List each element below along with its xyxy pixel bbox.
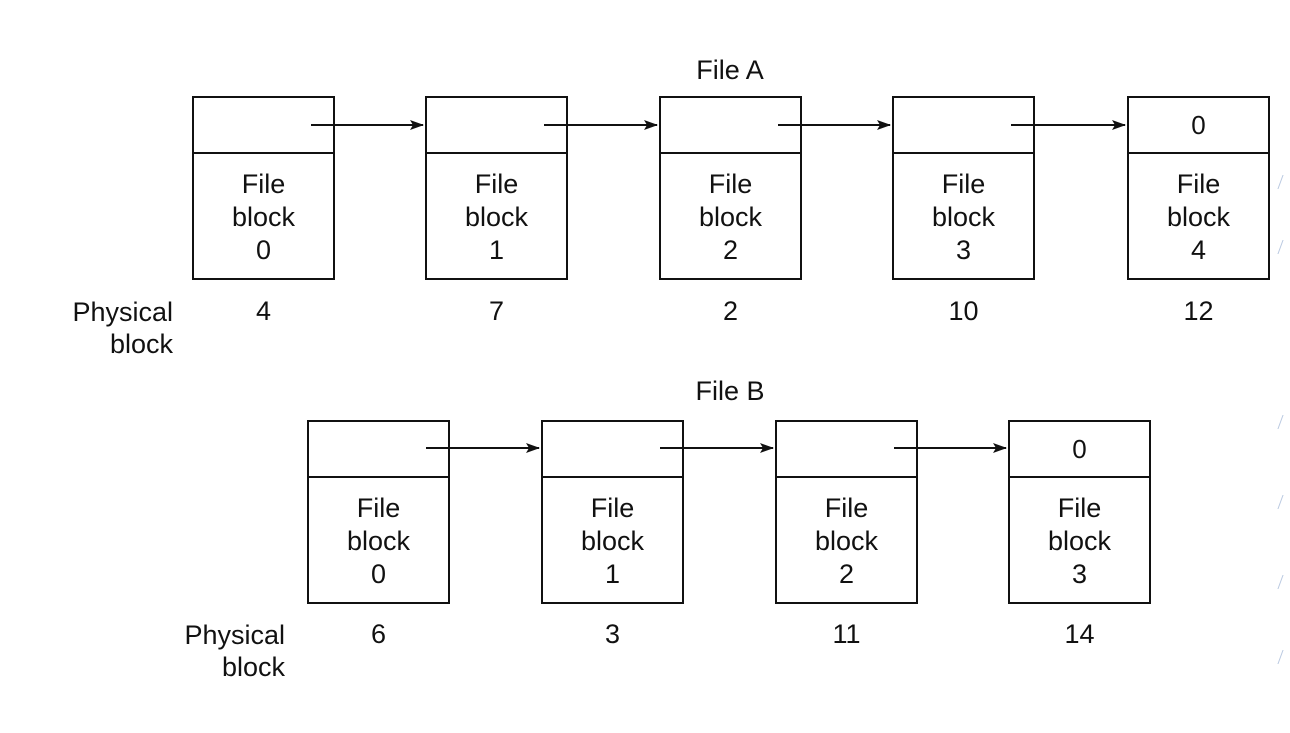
- block-label-line: block: [580, 525, 645, 556]
- file-a-physical-number-4: 12: [1183, 296, 1214, 326]
- block-label-line: block: [698, 201, 763, 232]
- file-a-block-4: 0 File block 4: [1127, 96, 1270, 280]
- file-a-physical-number-1: 7: [488, 296, 505, 326]
- block-label-line: File: [474, 168, 519, 199]
- block-index: 1: [488, 234, 505, 265]
- block-label-line: block: [931, 201, 996, 232]
- edge-artifact: [1277, 175, 1288, 189]
- file-b-block-3-pointer: 0: [1010, 422, 1149, 478]
- file-a-physical-block-label: Physical block: [0, 296, 173, 360]
- edge-artifact: [1277, 650, 1288, 664]
- physical-label-line: block: [109, 329, 173, 359]
- block-label-line: File: [708, 168, 753, 199]
- physical-label-line: Physical: [72, 297, 173, 327]
- file-a-block-1: File block 1: [425, 96, 568, 280]
- file-a-block-0: File block 0: [192, 96, 335, 280]
- file-a-block-3: File block 3: [892, 96, 1035, 280]
- file-a-block-0-pointer: [194, 98, 333, 154]
- block-index: 3: [955, 234, 972, 265]
- block-label-line: File: [356, 492, 401, 523]
- block-label-line: File: [1176, 168, 1221, 199]
- file-b-block-2: File block 2: [775, 420, 918, 604]
- file-a-block-2: File block 2: [659, 96, 802, 280]
- file-b-physical-number-2: 11: [832, 619, 861, 649]
- file-a-block-2-label: File block 2: [661, 154, 800, 280]
- block-index: 1: [604, 558, 621, 589]
- block-index: 0: [255, 234, 272, 265]
- file-a-physical-number-3: 10: [948, 296, 979, 326]
- block-label-line: File: [824, 492, 869, 523]
- block-label-line: File: [941, 168, 986, 199]
- file-b-title: File B: [695, 376, 765, 406]
- block-index: 2: [838, 558, 855, 589]
- file-a-block-1-label: File block 1: [427, 154, 566, 280]
- file-a-block-2-pointer: [661, 98, 800, 154]
- file-b-block-0-label: File block 0: [309, 478, 448, 604]
- physical-label-line: block: [221, 652, 285, 682]
- edge-artifact: [1277, 240, 1288, 254]
- file-b-block-0-pointer: [309, 422, 448, 478]
- file-b-block-1-pointer: [543, 422, 682, 478]
- file-a-block-1-pointer: [427, 98, 566, 154]
- file-a-physical-number-0: 4: [255, 296, 272, 326]
- block-label-line: File: [1057, 492, 1102, 523]
- file-b-block-1: File block 1: [541, 420, 684, 604]
- file-b-block-3-label: File block 3: [1010, 478, 1149, 604]
- file-a-title: File A: [696, 55, 764, 85]
- file-b-block-1-label: File block 1: [543, 478, 682, 604]
- block-index: 2: [722, 234, 739, 265]
- file-b-block-2-label: File block 2: [777, 478, 916, 604]
- file-b-physical-block-label: Physical block: [105, 619, 285, 683]
- file-a-physical-number-2: 2: [722, 296, 739, 326]
- edge-artifact: [1277, 575, 1288, 589]
- block-label-line: File: [241, 168, 286, 199]
- file-a-block-4-label: File block 4: [1129, 154, 1268, 280]
- block-label-line: File: [590, 492, 635, 523]
- edge-artifact: [1277, 495, 1288, 509]
- block-index: 0: [370, 558, 387, 589]
- file-a-block-3-pointer: [894, 98, 1033, 154]
- file-a-block-4-pointer: 0: [1129, 98, 1268, 154]
- file-b-physical-number-0: 6: [370, 619, 387, 649]
- file-a-block-3-label: File block 3: [894, 154, 1033, 280]
- edge-artifact: [1277, 415, 1288, 429]
- block-label-line: block: [346, 525, 411, 556]
- file-a-block-0-label: File block 0: [194, 154, 333, 280]
- file-b-physical-number-3: 14: [1064, 619, 1095, 649]
- block-label-line: block: [464, 201, 529, 232]
- block-index: 4: [1190, 234, 1207, 265]
- block-label-line: block: [231, 201, 296, 232]
- file-b-block-0: File block 0: [307, 420, 450, 604]
- block-label-line: block: [1047, 525, 1112, 556]
- block-label-line: block: [1166, 201, 1231, 232]
- block-index: 3: [1071, 558, 1088, 589]
- file-b-physical-number-1: 3: [604, 619, 621, 649]
- physical-label-line: Physical: [184, 620, 285, 650]
- block-label-line: block: [814, 525, 879, 556]
- file-b-block-2-pointer: [777, 422, 916, 478]
- file-b-block-3: 0 File block 3: [1008, 420, 1151, 604]
